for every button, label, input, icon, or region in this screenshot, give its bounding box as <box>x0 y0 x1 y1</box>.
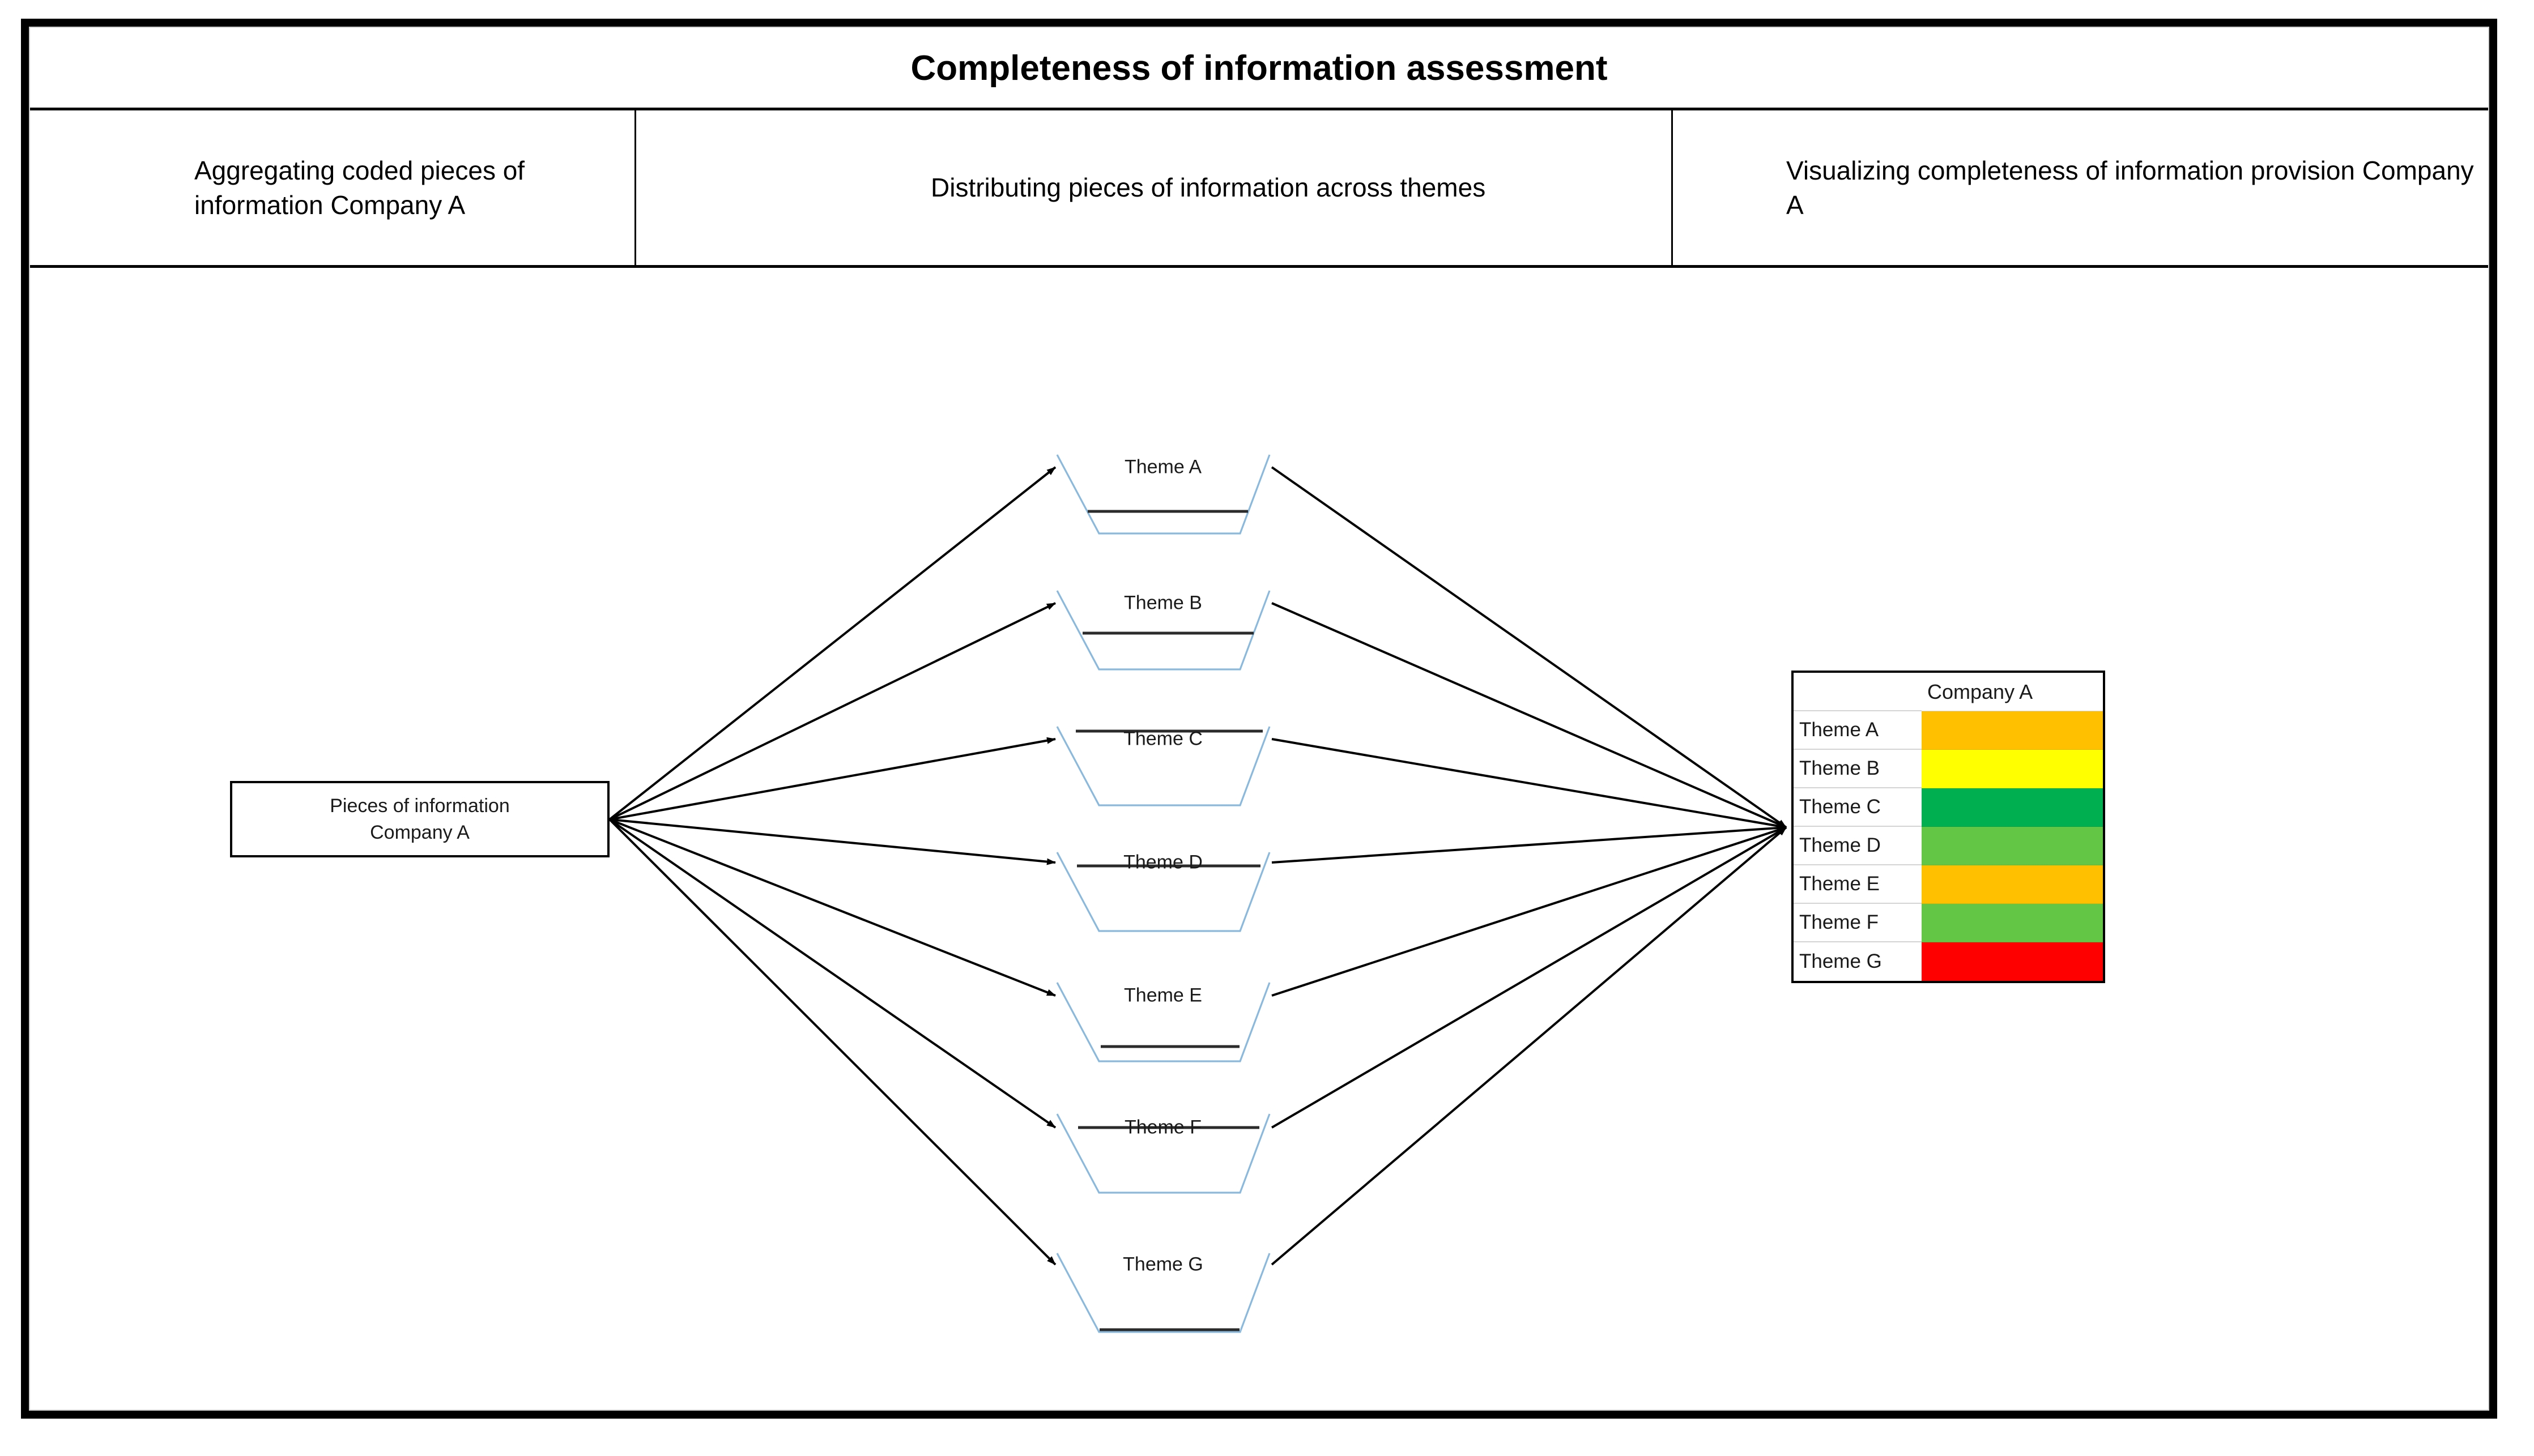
theme-label-d: Theme D <box>1123 851 1203 873</box>
theme-label-a: Theme A <box>1124 456 1202 478</box>
connector-theme-e-table <box>1271 826 1787 997</box>
connector-source-theme-g <box>608 818 1057 1266</box>
header-column-1-label: Aggregating coded pieces of information … <box>194 155 525 220</box>
source-box-line-1: Pieces of information <box>330 795 510 817</box>
header-columns: Aggregating coded pieces of information … <box>30 110 2488 265</box>
table-row-label-theme-g: Theme G <box>1794 942 1922 981</box>
source-box: Pieces of information Company A <box>230 781 610 857</box>
connector-theme-c-table <box>1271 738 1787 830</box>
theme-funnel-d <box>1056 852 1271 932</box>
header-column-distributing: Distributing pieces of information acros… <box>634 110 1671 265</box>
table-corner-cell <box>1794 673 1922 711</box>
theme-funnel-a <box>1056 454 1271 535</box>
page-title-text: Completeness of information assessment <box>910 48 1608 88</box>
theme-label-f: Theme F <box>1124 1116 1202 1138</box>
table-cell-theme-f <box>1922 904 2103 942</box>
theme-funnel-b <box>1056 590 1271 671</box>
theme-label-g: Theme G <box>1123 1253 1203 1275</box>
header-column-visualizing: Visualizing completeness of information … <box>1671 110 2488 265</box>
table-cell-theme-g <box>1922 942 2103 981</box>
header-separator-rule <box>30 265 2488 268</box>
table-cell-theme-a <box>1922 711 2103 750</box>
table-row-label-theme-f: Theme F <box>1794 904 1922 942</box>
completeness-heat-table: Company A Theme A Theme B Theme C Theme … <box>1791 671 2105 983</box>
table-row: Theme C <box>1794 788 2103 827</box>
table-row-label-theme-a: Theme A <box>1794 711 1922 750</box>
theme-label-c: Theme C <box>1123 728 1203 750</box>
connector-source-theme-e <box>609 818 1056 997</box>
connector-theme-d-table <box>1271 825 1787 864</box>
connector-theme-g-table <box>1271 826 1787 1266</box>
table-row: Theme G <box>1794 942 2103 981</box>
table-row-label-theme-b: Theme B <box>1794 750 1922 788</box>
theme-fill-levels <box>1076 510 1263 1331</box>
table-row-label-theme-e: Theme E <box>1794 865 1922 904</box>
connector-source-theme-c <box>609 737 1056 821</box>
theme-funnel-c <box>1056 726 1271 806</box>
table-cell-theme-d <box>1922 827 2103 865</box>
table-header-row: Company A <box>1794 673 2103 711</box>
table-cell-theme-b <box>1922 750 2103 788</box>
theme-funnel-e <box>1056 982 1271 1062</box>
connector-theme-f-table <box>1271 826 1787 1129</box>
table-cell-theme-e <box>1922 865 2103 904</box>
connector-theme-a-table <box>1271 466 1787 829</box>
connectors-source-to-themes <box>608 466 1057 1266</box>
table-column-header-company-a: Company A <box>1922 673 2103 711</box>
table-row-label-theme-c: Theme C <box>1794 788 1922 827</box>
table-row: Theme A <box>1794 711 2103 750</box>
connector-source-theme-f <box>608 818 1057 1129</box>
connector-source-theme-a <box>608 466 1057 821</box>
theme-label-e: Theme E <box>1124 984 1202 1006</box>
header-column-3-label: Visualizing completeness of information … <box>1786 155 2474 220</box>
theme-funnel-f <box>1056 1113 1271 1194</box>
header-column-aggregating: Aggregating coded pieces of information … <box>30 110 634 265</box>
theme-funnel-g <box>1056 1253 1271 1333</box>
theme-funnels <box>1056 454 1271 1333</box>
connectors-themes-to-table <box>1271 466 1787 1266</box>
diagram-canvas: Pieces of information Company A Theme A … <box>30 268 2488 1411</box>
table-cell-theme-c <box>1922 788 2103 827</box>
table-row-label-theme-d: Theme D <box>1794 827 1922 865</box>
table-row: Theme F <box>1794 904 2103 942</box>
header-column-2-label: Distributing pieces of information acros… <box>931 173 1486 203</box>
title-separator-rule <box>30 108 2488 110</box>
source-box-line-2: Company A <box>370 821 470 843</box>
connector-source-theme-b <box>609 602 1056 821</box>
table-row: Theme E <box>1794 865 2103 904</box>
page-title: Completeness of information assessment <box>30 28 2488 108</box>
theme-label-b: Theme B <box>1124 592 1202 614</box>
table-row: Theme D <box>1794 827 2103 865</box>
table-row: Theme B <box>1794 750 2103 788</box>
connector-source-theme-d <box>609 818 1056 865</box>
connector-theme-b-table <box>1271 602 1787 829</box>
diagram-connectors-layer <box>608 454 1787 1333</box>
